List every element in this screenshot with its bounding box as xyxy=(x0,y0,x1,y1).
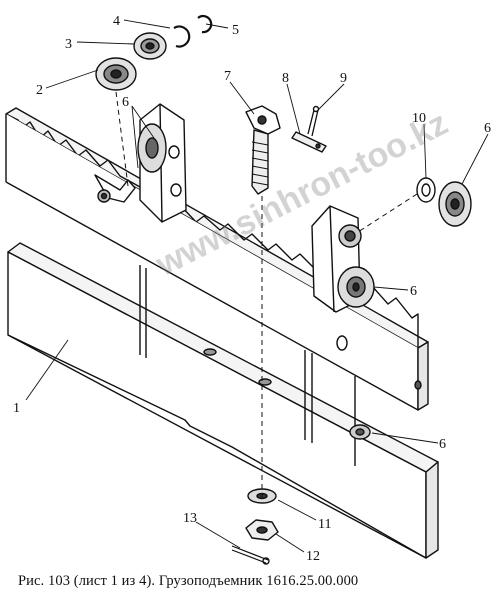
bearing-part-6-right xyxy=(438,181,472,227)
bearing-part-3 xyxy=(133,32,167,60)
washer-part-10 xyxy=(416,177,436,203)
callout-11: 11 xyxy=(318,517,331,532)
callout-12: 12 xyxy=(306,549,320,564)
callout-labels: 1 2 3 4 5 6 6 6 6 7 8 9 10 11 12 13 xyxy=(13,14,491,564)
left-bracket xyxy=(94,103,187,223)
callout-8: 8 xyxy=(282,71,289,86)
castle-nut-part-12 xyxy=(245,519,279,541)
callout-6-left: 6 xyxy=(122,95,129,110)
callout-2: 2 xyxy=(36,83,43,98)
bearing-part-2 xyxy=(95,57,137,91)
callout-7: 7 xyxy=(224,69,231,84)
right-bracket xyxy=(311,205,375,313)
eye-bolt-part-7 xyxy=(245,105,281,195)
callout-4: 4 xyxy=(113,14,120,29)
pin-part-8 xyxy=(291,131,327,153)
callout-1: 1 xyxy=(13,401,20,416)
callout-6-right-top: 6 xyxy=(484,121,491,136)
callout-13: 13 xyxy=(183,511,197,526)
cotter-pin-part-13 xyxy=(231,545,270,565)
callout-3: 3 xyxy=(65,37,72,52)
exploded-assembly-drawing: 1 2 3 4 5 6 6 6 6 7 8 9 10 11 12 13 xyxy=(5,14,491,565)
callout-5: 5 xyxy=(232,23,239,38)
retaining-ring-part-4 xyxy=(173,25,191,48)
callout-6-right-middle: 6 xyxy=(410,284,417,299)
clip-part-5 xyxy=(197,15,213,34)
assembly-lines xyxy=(115,91,418,500)
split-pin-part-9 xyxy=(307,105,320,137)
callout-9: 9 xyxy=(340,71,347,86)
callout-10: 10 xyxy=(412,111,426,126)
leader-lines xyxy=(25,19,489,553)
figure-caption: Рис. 103 (лист 1 из 4). Грузоподъемник 1… xyxy=(18,573,359,589)
callout-6-right-bottom: 6 xyxy=(439,437,446,452)
lower-beam xyxy=(7,242,439,559)
